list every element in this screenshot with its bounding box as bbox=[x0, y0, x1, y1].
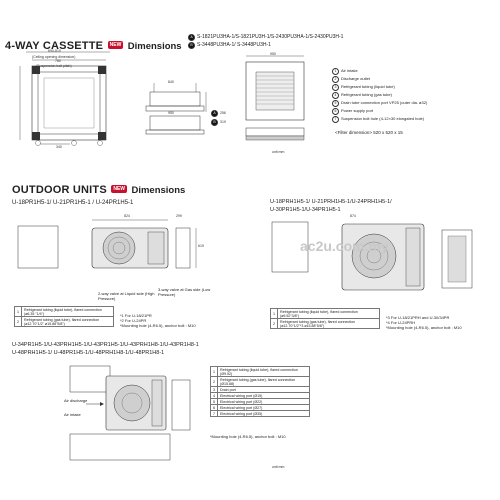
ceiling-label: (Ceiling opening dimension) bbox=[32, 55, 76, 59]
watermark: ac2u.com.my bbox=[300, 238, 389, 254]
model-b-text: S-3448PU3HA-1/ S-3448PU3H-1 bbox=[197, 42, 271, 48]
notes1-line3: *Mounting hole (4-R6.5), anchor bolt : M… bbox=[120, 323, 196, 328]
valve-gas-label: 3-way valve at Gas side (Low Pressure) bbox=[158, 287, 211, 297]
air-intake-label: Air intake bbox=[64, 412, 81, 417]
dim-height-1: 619 bbox=[198, 244, 204, 248]
cassette-side-view-drawing bbox=[145, 83, 207, 135]
outdoor-unit: unit:mm bbox=[272, 465, 285, 469]
dim-side: 840 bbox=[168, 80, 174, 84]
dim-ceiling: 780 bbox=[55, 59, 61, 63]
outdoor-title: OUTDOOR UNITS bbox=[12, 184, 107, 196]
new-badge: NEW bbox=[107, 40, 124, 49]
cassette-title: 4-WAY CASSETTE bbox=[5, 40, 104, 52]
outdoor-group1-drawing bbox=[17, 219, 197, 269]
outdoor-group3b-models: U-48PRH1H5-1/ U-48PR1H5-1/U-48PRH1H8-1/U… bbox=[12, 350, 165, 356]
outdoor-group3-drawing bbox=[69, 365, 191, 461]
dim-front: 950 bbox=[270, 52, 276, 56]
dim-width-2: 874 bbox=[350, 214, 356, 218]
air-discharge-label: Air discharge bbox=[64, 398, 88, 403]
cassette-top-view-drawing bbox=[19, 51, 110, 146]
dim-side-2: 950 bbox=[168, 111, 174, 115]
outdoor-group1-models: U-18PR1H5-1/ U-21PR1H5-1 / U-24PR1H5-1 bbox=[12, 200, 134, 206]
notes2-line1: *3 For U-18/21PRH and U-30/34PR bbox=[386, 315, 450, 320]
outdoor-group2-drawing bbox=[271, 221, 473, 291]
dim-depth-1: 299 bbox=[176, 214, 182, 218]
model-b-letter: B bbox=[188, 42, 195, 49]
outdoor-group3-models: U-34PR1H5-1/U-43PRH1H5-1/U-43PR1H5-1/U-4… bbox=[12, 342, 199, 348]
dim-top-width: 690-810 bbox=[48, 49, 61, 53]
filter-note: <Filter dimension> 520 x 520 x 15 bbox=[335, 130, 403, 135]
cassette-panel-drawing bbox=[245, 55, 305, 141]
model-a-text: S-1821PU3HA-1/S-1821PU3H-1/S-2430PU3HA-1… bbox=[197, 34, 344, 40]
notes1-line2: *2 For U-24PR bbox=[120, 318, 147, 323]
dim-width-1: 824 bbox=[124, 214, 130, 218]
notes3: *Mounting hole (4-R6.5), anchor bolt : M… bbox=[210, 434, 286, 439]
suspension-label: (Suspension bolt pitch) bbox=[36, 64, 72, 68]
notes2-line2: *4 For U-24PRH bbox=[386, 320, 416, 325]
cassette-header: 4-WAY CASSETTE NEW Dimensions bbox=[5, 36, 182, 54]
outdoor-header: OUTDOOR UNITS NEW Dimensions bbox=[12, 180, 185, 198]
notes1-line1: *1 For U-18/21PR bbox=[120, 313, 152, 318]
outdoor-group2b-models: U-30PR1H5-1/U-34PR1H5-1 bbox=[270, 207, 341, 213]
outdoor-group2-models: U-18PRH1H5-1/ U-21PRH1H5-1/U-24PRH1H5-1/ bbox=[270, 199, 392, 205]
model-a-letter: A bbox=[188, 34, 195, 41]
cassette-subtitle: Dimensions bbox=[127, 41, 182, 52]
cassette-unit: unit:mm bbox=[272, 150, 285, 154]
dim-bottom: 340 bbox=[56, 145, 62, 149]
valve-liquid-label: 2-way valve at Liquid side (High Pressur… bbox=[98, 291, 155, 301]
notes2-line3: *Mounting hole (4-R6.5), anchor bolt : M… bbox=[386, 325, 462, 330]
new-badge: NEW bbox=[111, 184, 128, 193]
outdoor-subtitle: Dimensions bbox=[131, 185, 186, 196]
